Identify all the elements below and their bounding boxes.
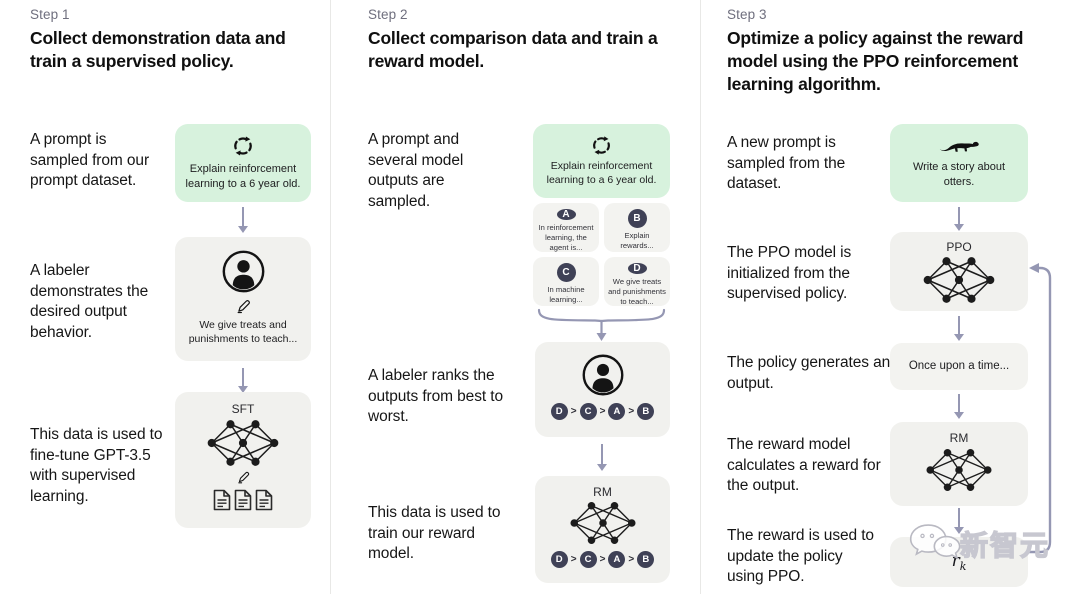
feedback-loop-arrow xyxy=(1026,263,1052,554)
ppo-label: PPO xyxy=(946,240,972,254)
rank-separator: > xyxy=(628,406,635,417)
output-badge: B xyxy=(627,209,647,228)
step3-rm-box: RM xyxy=(890,422,1028,506)
step3-prompt-text: Write a story about otters. xyxy=(912,161,1006,188)
output-text: We give treats and punishments to teach.… xyxy=(608,277,666,306)
column-divider-1 xyxy=(330,0,331,594)
step3-prompt-box: Write a story about otters. xyxy=(890,124,1028,202)
flow-arrow xyxy=(238,207,248,233)
step3-ppo-box: PPO xyxy=(890,232,1028,311)
rank-chip: B xyxy=(637,551,655,568)
step2-title: Collect comparison data and train a rewa… xyxy=(368,28,658,72)
output-box-c: C In machine learning... xyxy=(533,257,599,306)
rank-separator: > xyxy=(628,554,635,565)
step2-labeler-box: D > C > A > B xyxy=(535,342,670,437)
step3-label: Step 3 xyxy=(727,7,767,22)
step3-output-box: Once upon a time... xyxy=(890,343,1028,390)
reward-symbol: r xyxy=(951,550,960,571)
neural-network-icon xyxy=(921,255,997,305)
output-badge: A xyxy=(556,209,576,220)
rank-separator: > xyxy=(599,406,606,417)
output-text: Explain rewards... xyxy=(620,231,654,250)
ranking-row: D > C > A > B xyxy=(550,403,655,420)
flow-arrow xyxy=(954,508,964,534)
watermark-text: 新智元 xyxy=(959,529,1051,561)
rank-separator: > xyxy=(570,406,577,417)
step2-caption-ranks: A labeler ranks the outputs from best to… xyxy=(368,367,503,426)
step2-prompt-box: Explain reinforcement learning to a 6 ye… xyxy=(533,124,670,198)
output-text: In reinforcement learning, the agent is.… xyxy=(538,223,594,252)
step2-prompt-text: Explain reinforcement learning to a 6 ye… xyxy=(546,159,657,186)
step1-title: Collect demonstration data and train a s… xyxy=(30,28,286,72)
step2-caption-sampled: A prompt and several model outputs are s… xyxy=(368,131,464,210)
rank-chip: A xyxy=(608,403,626,420)
flow-arrow xyxy=(238,368,248,393)
rank-chip: C xyxy=(579,551,597,568)
rank-chip: B xyxy=(637,403,655,420)
cycle-icon xyxy=(591,135,612,156)
neural-network-icon xyxy=(205,418,281,468)
step1-sft-box: SFT xyxy=(175,392,311,528)
flow-arrow xyxy=(954,316,964,341)
pencil-icon xyxy=(236,470,251,485)
reward-subscript: k xyxy=(959,560,967,574)
rank-separator: > xyxy=(570,554,577,565)
step3-output-text: Once upon a time... xyxy=(908,360,1010,373)
output-box-b: B Explain rewards... xyxy=(604,203,670,252)
output-box-a: A In reinforcement learning, the agent i… xyxy=(533,203,599,252)
output-text: In machine learning... xyxy=(547,285,585,304)
step1-caption-prompt: A prompt is sampled from our prompt data… xyxy=(30,131,150,190)
merge-brace-arrow xyxy=(537,308,666,341)
step1-labeler-note: We give treats and punishments to teach.… xyxy=(188,319,298,345)
otter-icon xyxy=(938,137,980,156)
output-box-d: D We give treats and punishments to teac… xyxy=(604,257,670,306)
neural-network-icon xyxy=(568,500,638,546)
step2-caption-train: This data is used to train our reward mo… xyxy=(368,504,501,563)
flow-arrow xyxy=(954,207,964,231)
document-icon xyxy=(255,489,273,511)
step1-caption-finetune: This data is used to fine-tune GPT-3.5 w… xyxy=(30,426,163,505)
flow-arrow xyxy=(954,394,964,419)
rank-chip: D xyxy=(550,551,568,568)
column-divider-2 xyxy=(700,0,701,594)
step3-title: Optimize a policy against the reward mod… xyxy=(727,28,1024,95)
step3-caption-reward-update: The reward is used to update the policy … xyxy=(727,527,874,586)
pencil-icon xyxy=(235,298,252,315)
rank-chip: D xyxy=(550,403,568,420)
reward-value: rk xyxy=(952,551,967,573)
step1-caption-labeler: A labeler demonstrates the desired outpu… xyxy=(30,262,149,341)
sft-label: SFT xyxy=(231,402,255,416)
rm-label: RM xyxy=(593,485,612,499)
step1-prompt-text: Explain reinforcement learning to a 6 ye… xyxy=(185,163,301,190)
watermark: 新智元 xyxy=(908,520,1078,572)
step2-rm-box: RM D > C > A > B xyxy=(535,476,670,583)
document-icon xyxy=(213,489,231,511)
step3-caption-reward-calc: The reward model calculates a reward for… xyxy=(727,436,881,495)
step3-caption-new-prompt: A new prompt is sampled from the dataset… xyxy=(727,134,846,193)
ranking-row: D > C > A > B xyxy=(550,551,655,568)
output-badge: D xyxy=(627,263,647,274)
wechat-icon xyxy=(908,522,962,566)
output-badge: C xyxy=(556,263,576,282)
step2-label: Step 2 xyxy=(368,7,408,22)
rank-chip: A xyxy=(608,551,626,568)
person-icon xyxy=(581,353,625,397)
step1-prompt-box: Explain reinforcement learning to a 6 ye… xyxy=(175,124,311,202)
rm-label: RM xyxy=(949,431,969,445)
person-icon xyxy=(221,249,266,294)
neural-network-icon xyxy=(924,447,994,493)
cycle-icon xyxy=(232,135,254,157)
rank-separator: > xyxy=(599,554,606,565)
step3-caption-generates: The policy generates an output. xyxy=(727,354,891,392)
step3-caption-ppo-init: The PPO model is initialized from the su… xyxy=(727,244,852,303)
step1-labeler-box: We give treats and punishments to teach.… xyxy=(175,237,311,361)
step1-label: Step 1 xyxy=(30,7,70,22)
document-icon xyxy=(234,489,252,511)
flow-arrow xyxy=(597,444,607,471)
rank-chip: C xyxy=(579,403,597,420)
documents-row xyxy=(213,489,273,511)
